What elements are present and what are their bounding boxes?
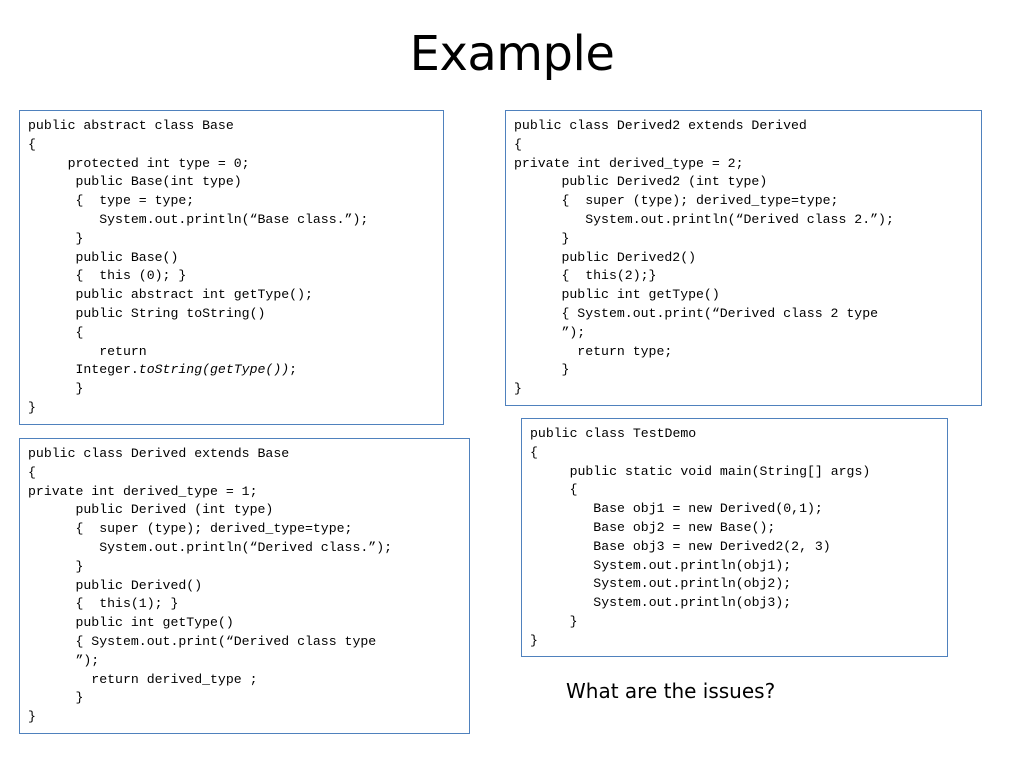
code-box-derived2-class: public class Derived2 extends Derived { pr…	[505, 110, 982, 406]
code-line: { type = type;	[28, 193, 195, 209]
code-line: ”);	[28, 652, 100, 668]
code-line: public static void main(String[] args)	[530, 463, 871, 479]
code-line: return	[28, 343, 147, 359]
code-line: public Derived()	[28, 577, 203, 593]
code-line: public class TestDemo	[530, 426, 697, 441]
code-line: public int getType()	[514, 287, 720, 303]
code-line: Base obj3 = new Derived2(2, 3)	[530, 538, 831, 554]
code-line: System.out.println(obj1);	[530, 557, 792, 573]
code-line: }	[514, 362, 570, 378]
code-line: public Derived2 (int type)	[514, 174, 768, 190]
code-line: }	[28, 558, 84, 574]
code-line: private int derived_type = 2;	[514, 155, 744, 171]
code-line: System.out.println(“Derived class 2.”);	[514, 211, 894, 227]
code-line: public Derived (int type)	[28, 502, 274, 518]
code-box-derived-class: public class Derived extends Base { privat…	[19, 438, 470, 734]
code-line: private int derived_type = 1;	[28, 483, 258, 499]
code-line: public abstract class Base	[28, 118, 234, 133]
code-line: System.out.println(“Derived class.”);	[28, 539, 393, 555]
code-line: {	[28, 136, 36, 152]
slide-title: Example	[409, 26, 615, 82]
italic-code-span: toString(getType())	[138, 362, 290, 378]
code-line: public Base()	[28, 249, 179, 265]
code-line: System.out.println(“Base class.”);	[28, 211, 369, 227]
code-line: { this(2);}	[514, 268, 657, 284]
code-line: return derived_type ;	[28, 671, 258, 687]
code-line: public Derived2()	[514, 249, 697, 265]
code-box-testdemo-class: public class TestDemo { public static voi…	[521, 418, 948, 657]
code-line: return type;	[514, 343, 673, 359]
code-line: System.out.println(obj2);	[530, 576, 792, 592]
code-line: }	[28, 399, 36, 415]
code-line: }	[28, 709, 36, 725]
code-line: { super (type); derived_type=type;	[28, 521, 353, 537]
code-line: {	[28, 464, 36, 480]
code-box-base-class: public abstract class Base { protected in…	[19, 110, 444, 425]
code-line: }	[28, 230, 84, 246]
code-line: public class Derived extends Base	[28, 446, 290, 461]
code-line: {	[530, 444, 538, 460]
code-line: System.out.println(obj3);	[530, 595, 792, 611]
code-line: }	[28, 690, 84, 706]
code-line: {	[514, 136, 522, 152]
code-line: public int getType()	[28, 615, 234, 631]
code-line: ”);	[514, 324, 586, 340]
code-line: }	[28, 381, 84, 397]
code-line: }	[514, 381, 522, 397]
code-line: public Base(int type)	[28, 174, 242, 190]
code-line: Integer.toString(getType());	[28, 362, 298, 378]
code-line: public class Derived2 extends Derived	[514, 118, 807, 133]
code-line: public String toString()	[28, 305, 266, 321]
code-line: { System.out.print(“Derived class 2 type	[514, 305, 879, 321]
code-line: Base obj1 = new Derived(0,1);	[530, 501, 823, 517]
code-line: Base obj2 = new Base();	[530, 519, 776, 535]
code-line: }	[530, 632, 538, 648]
code-line: { this (0); }	[28, 268, 187, 284]
code-line: { System.out.print(“Derived class type	[28, 633, 377, 649]
code-line: { super (type); derived_type=type;	[514, 193, 839, 209]
code-line: public abstract int getType();	[28, 287, 313, 303]
code-line: }	[530, 613, 578, 629]
question-text: What are the issues?	[566, 679, 776, 703]
code-line: {	[530, 482, 578, 498]
code-line: { this(1); }	[28, 596, 179, 612]
code-line: }	[514, 230, 570, 246]
code-line: protected int type = 0;	[28, 155, 250, 171]
code-line: {	[28, 324, 84, 340]
